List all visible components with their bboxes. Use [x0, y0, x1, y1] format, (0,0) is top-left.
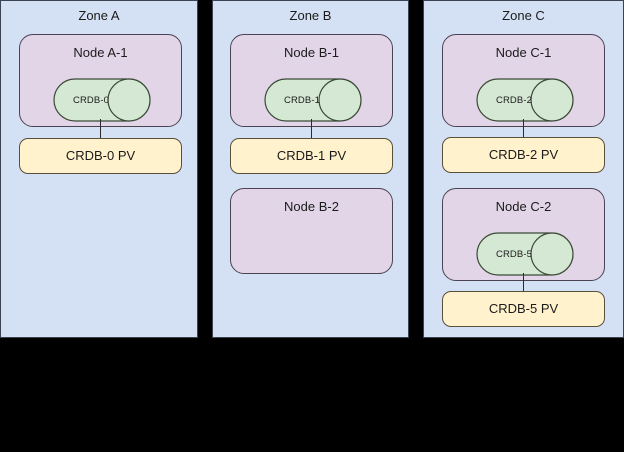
node-title: Node B-2 [284, 199, 339, 214]
zone-title: Zone C [502, 8, 545, 23]
volume-box-crdb-1-pv[interactable]: CRDB-1 PV [230, 138, 393, 174]
node-title: Node B-1 [284, 45, 339, 60]
zone-container-a[interactable]: Zone A Node A-1 CRDB-0 CRDB-0 PV [0, 0, 198, 338]
node-box-b-2[interactable]: Node B-2 [230, 188, 393, 274]
node-title: Node A-1 [73, 45, 128, 60]
zone-title: Zone B [289, 8, 332, 23]
database-cylinder-crdb-0[interactable]: CRDB-0 [53, 78, 151, 122]
node-title: Node C-2 [495, 199, 552, 214]
database-cylinder-crdb-5[interactable]: CRDB-5 [476, 232, 574, 276]
node-box-c-2[interactable]: Node C-2 CRDB-5 [442, 188, 605, 281]
connector-line [100, 119, 101, 139]
connector-line [311, 119, 312, 139]
zone-title: Zone A [78, 8, 120, 23]
node-title: Node C-1 [495, 45, 552, 60]
volume-box-crdb-2-pv[interactable]: CRDB-2 PV [442, 137, 605, 173]
connector-line [523, 273, 524, 292]
database-cylinder-crdb-2[interactable]: CRDB-2 [476, 78, 574, 122]
volume-label: CRDB-5 PV [488, 301, 559, 316]
node-box-c-1[interactable]: Node C-1 CRDB-2 [442, 34, 605, 127]
volume-box-crdb-5-pv[interactable]: CRDB-5 PV [442, 291, 605, 327]
node-box-b-1[interactable]: Node B-1 CRDB-1 [230, 34, 393, 127]
zone-container-b[interactable]: Zone B Node B-1 CRDB-1 CRDB-1 PV Node B-… [212, 0, 409, 338]
volume-label: CRDB-2 PV [488, 147, 559, 162]
volume-box-crdb-0-pv[interactable]: CRDB-0 PV [19, 138, 182, 174]
zone-container-c[interactable]: Zone C Node C-1 CRDB-2 CRDB-2 PV Node C-… [423, 0, 624, 338]
volume-label: CRDB-0 PV [65, 148, 136, 163]
node-box-a-1[interactable]: Node A-1 CRDB-0 [19, 34, 182, 127]
volume-label: CRDB-1 PV [276, 148, 347, 163]
database-cylinder-crdb-1[interactable]: CRDB-1 [264, 78, 362, 122]
connector-line [523, 119, 524, 138]
